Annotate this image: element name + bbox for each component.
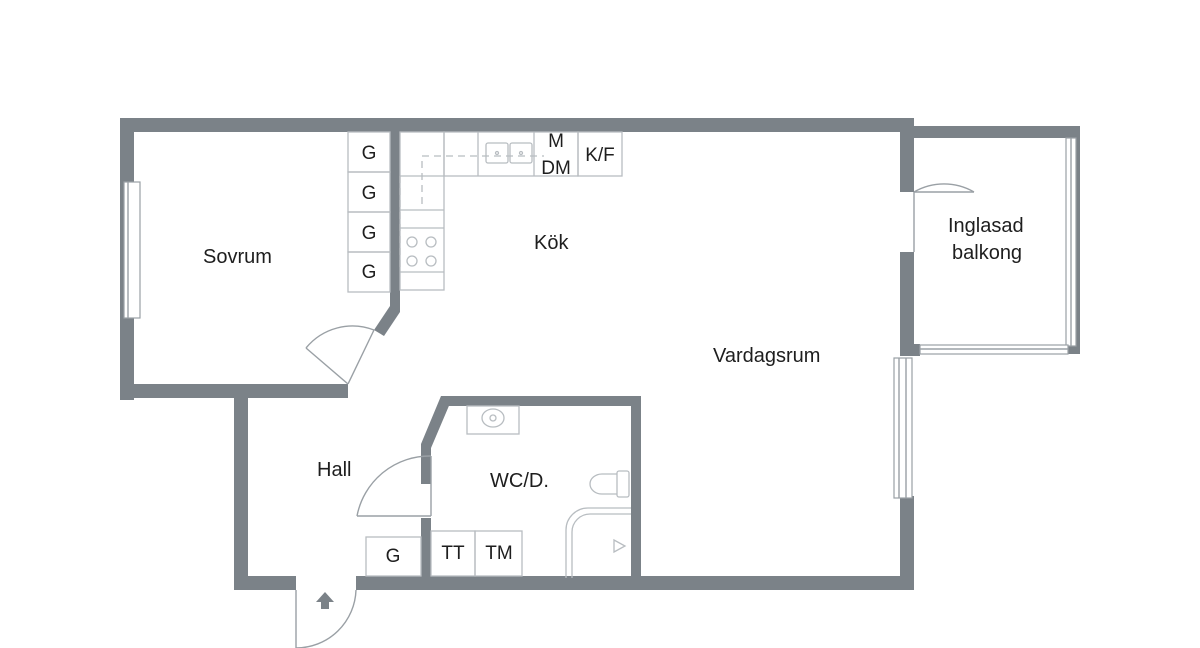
hall-wardrobe-label: G bbox=[386, 546, 401, 567]
dryer-label: TT bbox=[441, 543, 465, 564]
wc-fixtures bbox=[466, 405, 631, 578]
shower-icon bbox=[565, 507, 631, 578]
wardrobe-label-3: G bbox=[362, 223, 377, 244]
room-label-balkong-2: balkong bbox=[952, 242, 1022, 264]
washbasin-icon bbox=[466, 405, 520, 435]
entrance-arrow-icon bbox=[316, 592, 334, 609]
bedroom-wardrobes: G G G G bbox=[347, 131, 391, 293]
dishwasher-label: DM bbox=[541, 158, 571, 179]
stove-icon bbox=[406, 236, 437, 267]
bedroom-door bbox=[305, 325, 375, 385]
room-label-wc: WC/D. bbox=[490, 470, 549, 492]
room-label-vardagsrum: Vardagsrum bbox=[713, 345, 820, 367]
room-label-hall: Hall bbox=[317, 459, 351, 481]
kitchen-counter: M DM K/F bbox=[399, 131, 623, 291]
bedroom-window bbox=[123, 181, 141, 319]
microwave-label: M bbox=[548, 131, 564, 152]
room-labels: Sovrum Kök Vardagsrum Inglasad balkong H… bbox=[203, 215, 1024, 492]
sink-icon bbox=[485, 142, 533, 164]
fridge-freezer-label: K/F bbox=[585, 145, 615, 166]
entrance-door bbox=[295, 589, 357, 648]
doors bbox=[295, 183, 975, 648]
wardrobe-label-4: G bbox=[362, 262, 377, 283]
walls bbox=[120, 118, 1080, 590]
room-label-balkong-1: Inglasad bbox=[948, 215, 1024, 237]
windows bbox=[123, 137, 1077, 499]
room-label-sovrum: Sovrum bbox=[203, 246, 272, 268]
wardrobe-label-2: G bbox=[362, 183, 377, 204]
wardrobe-label-1: G bbox=[362, 143, 377, 164]
balcony-door bbox=[913, 183, 975, 252]
laundry-cabinets: G TT TM bbox=[365, 530, 523, 577]
wc-door bbox=[356, 455, 432, 517]
washer-label: TM bbox=[485, 543, 512, 564]
toilet-icon bbox=[589, 470, 630, 498]
living-window bbox=[893, 357, 913, 499]
room-label-kok: Kök bbox=[534, 232, 569, 254]
